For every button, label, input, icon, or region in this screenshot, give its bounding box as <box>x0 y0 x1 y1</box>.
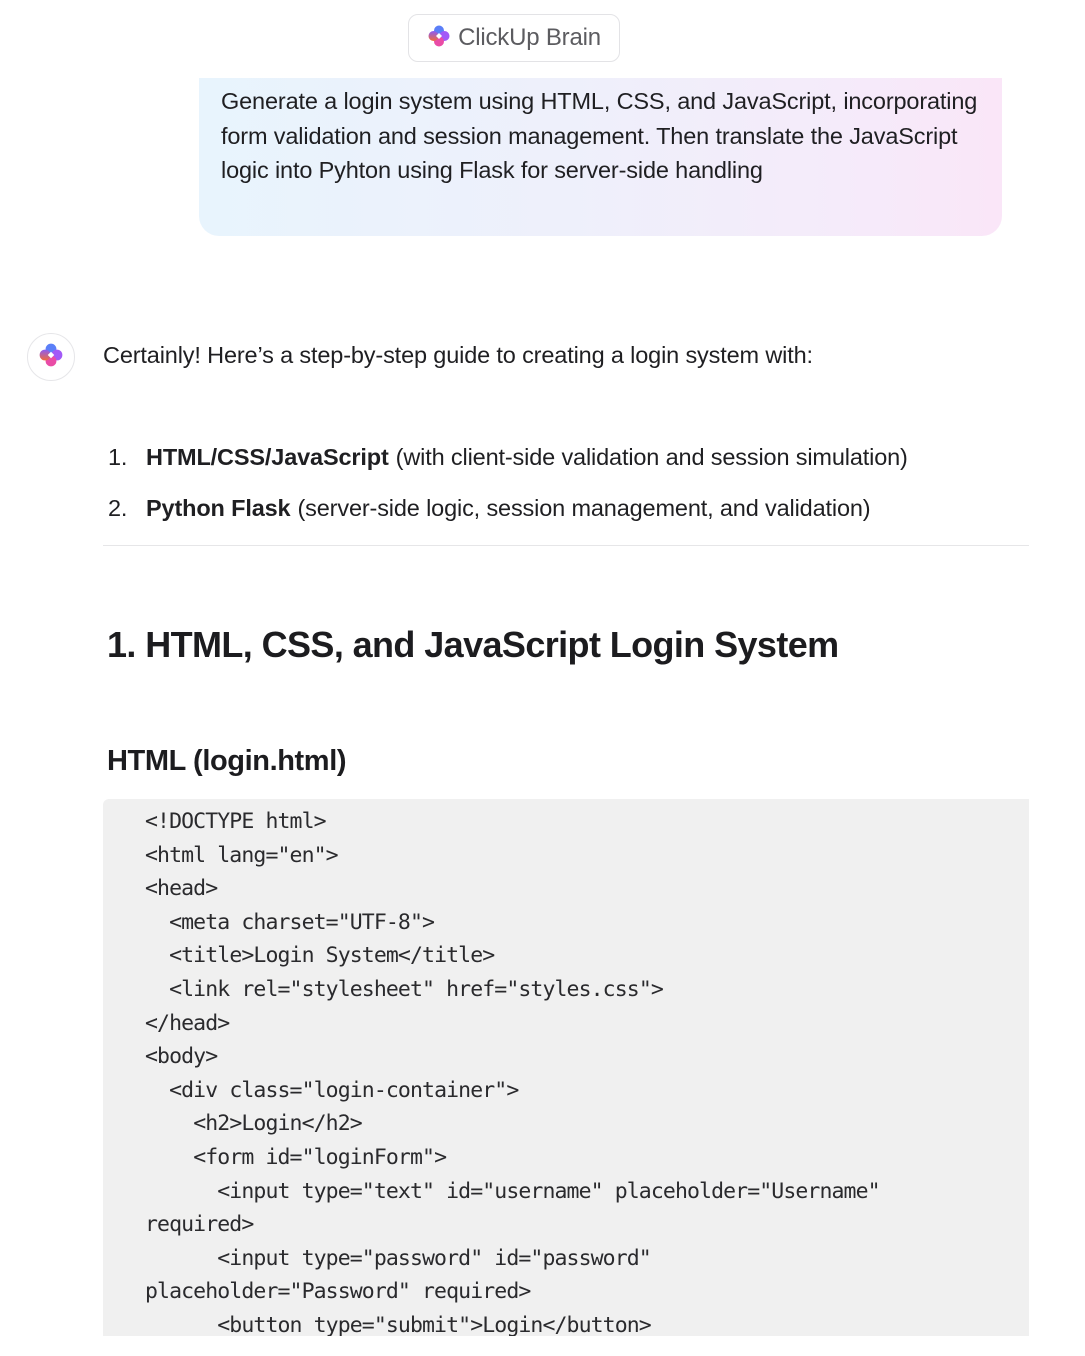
list-item: 2. Python Flask (server-side logic, sess… <box>108 491 908 542</box>
response-intro: Certainly! Here’s a step-by-step guide t… <box>103 342 813 368</box>
clickup-brain-logo-icon <box>38 342 64 373</box>
code-content: <!DOCTYPE html> <html lang="en"> <head> … <box>145 809 881 1336</box>
clickup-brain-badge[interactable]: ClickUp Brain <box>408 14 620 62</box>
response-list: 1. HTML/CSS/JavaScript (with client-side… <box>108 440 908 542</box>
list-item: 1. HTML/CSS/JavaScript (with client-side… <box>108 440 908 491</box>
divider <box>103 545 1029 546</box>
list-item-title: Python Flask <box>146 495 291 521</box>
list-item-description: (with client-side validation and session… <box>395 444 908 470</box>
clickup-brain-logo-icon <box>427 24 451 53</box>
code-sub-heading: HTML (login.html) <box>107 745 347 777</box>
list-item-number: 1. <box>108 444 128 470</box>
list-item-title: HTML/CSS/JavaScript <box>146 444 389 470</box>
section-heading: 1. HTML, CSS, and JavaScript Login Syste… <box>107 624 839 665</box>
ai-avatar <box>27 333 75 381</box>
list-item-description: (server-side logic, session management, … <box>297 495 871 521</box>
user-prompt-text: Generate a login system using HTML, CSS,… <box>221 88 978 183</box>
user-prompt-bubble: Generate a login system using HTML, CSS,… <box>199 78 1002 236</box>
code-block[interactable]: <!DOCTYPE html> <html lang="en"> <head> … <box>103 799 1029 1336</box>
brand-label: ClickUp Brain <box>458 24 601 51</box>
list-item-number: 2. <box>108 495 128 521</box>
